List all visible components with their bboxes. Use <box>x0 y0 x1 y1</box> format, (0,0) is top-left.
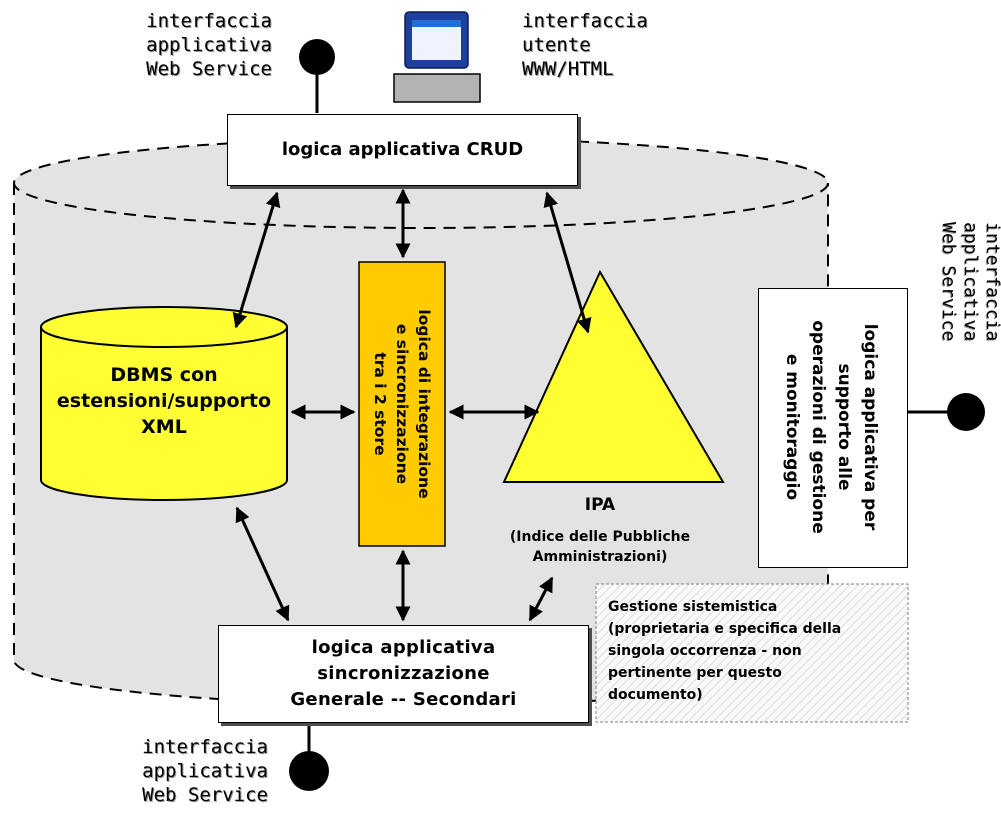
ipa-subtitle: (Indice delle Pubbliche Amministrazioni) <box>509 529 691 565</box>
ws-interface-top <box>299 39 335 113</box>
note-text: Gestione sistemistica (proprietaria e sp… <box>608 599 842 703</box>
ipa-triangle <box>502 269 725 483</box>
ws-interface-top-label: interfaccia applicativa Web Service <box>146 10 272 80</box>
arrow-dbms-sync <box>235 506 290 622</box>
computer-icon <box>393 11 481 103</box>
sync-logic-box: logica applicativa sincronizzazione Gene… <box>218 625 589 723</box>
dbms-cylinder <box>40 306 288 501</box>
dbms-label: DBMS con estensioni/supporto XML <box>56 364 272 438</box>
integration-box <box>358 261 446 547</box>
crud-logic-box: logica applicativa CRUD <box>227 114 578 186</box>
ws-interface-right <box>907 393 985 431</box>
ui-interface-label: interfaccia utente WWW/HTML <box>522 10 648 80</box>
ws-interface-bottom <box>289 723 329 791</box>
integration-label: logica di integrazione e sincronizzazion… <box>371 309 433 499</box>
arrow-ipa-sync <box>528 576 554 622</box>
note-box <box>595 583 909 723</box>
arrow-crud-ipa <box>543 191 592 334</box>
management-logic-box <box>758 288 908 568</box>
connectors <box>232 188 592 622</box>
ipa-title: IPA <box>584 495 616 515</box>
arrow-crud-dbms <box>232 191 281 329</box>
ws-interface-right-label: interfaccia applicativa Web Service <box>938 222 1001 342</box>
management-label: logica applicativa per supporto alle ope… <box>782 320 880 534</box>
ws-interface-bottom-label: interfaccia applicativa Web Service <box>142 736 268 806</box>
